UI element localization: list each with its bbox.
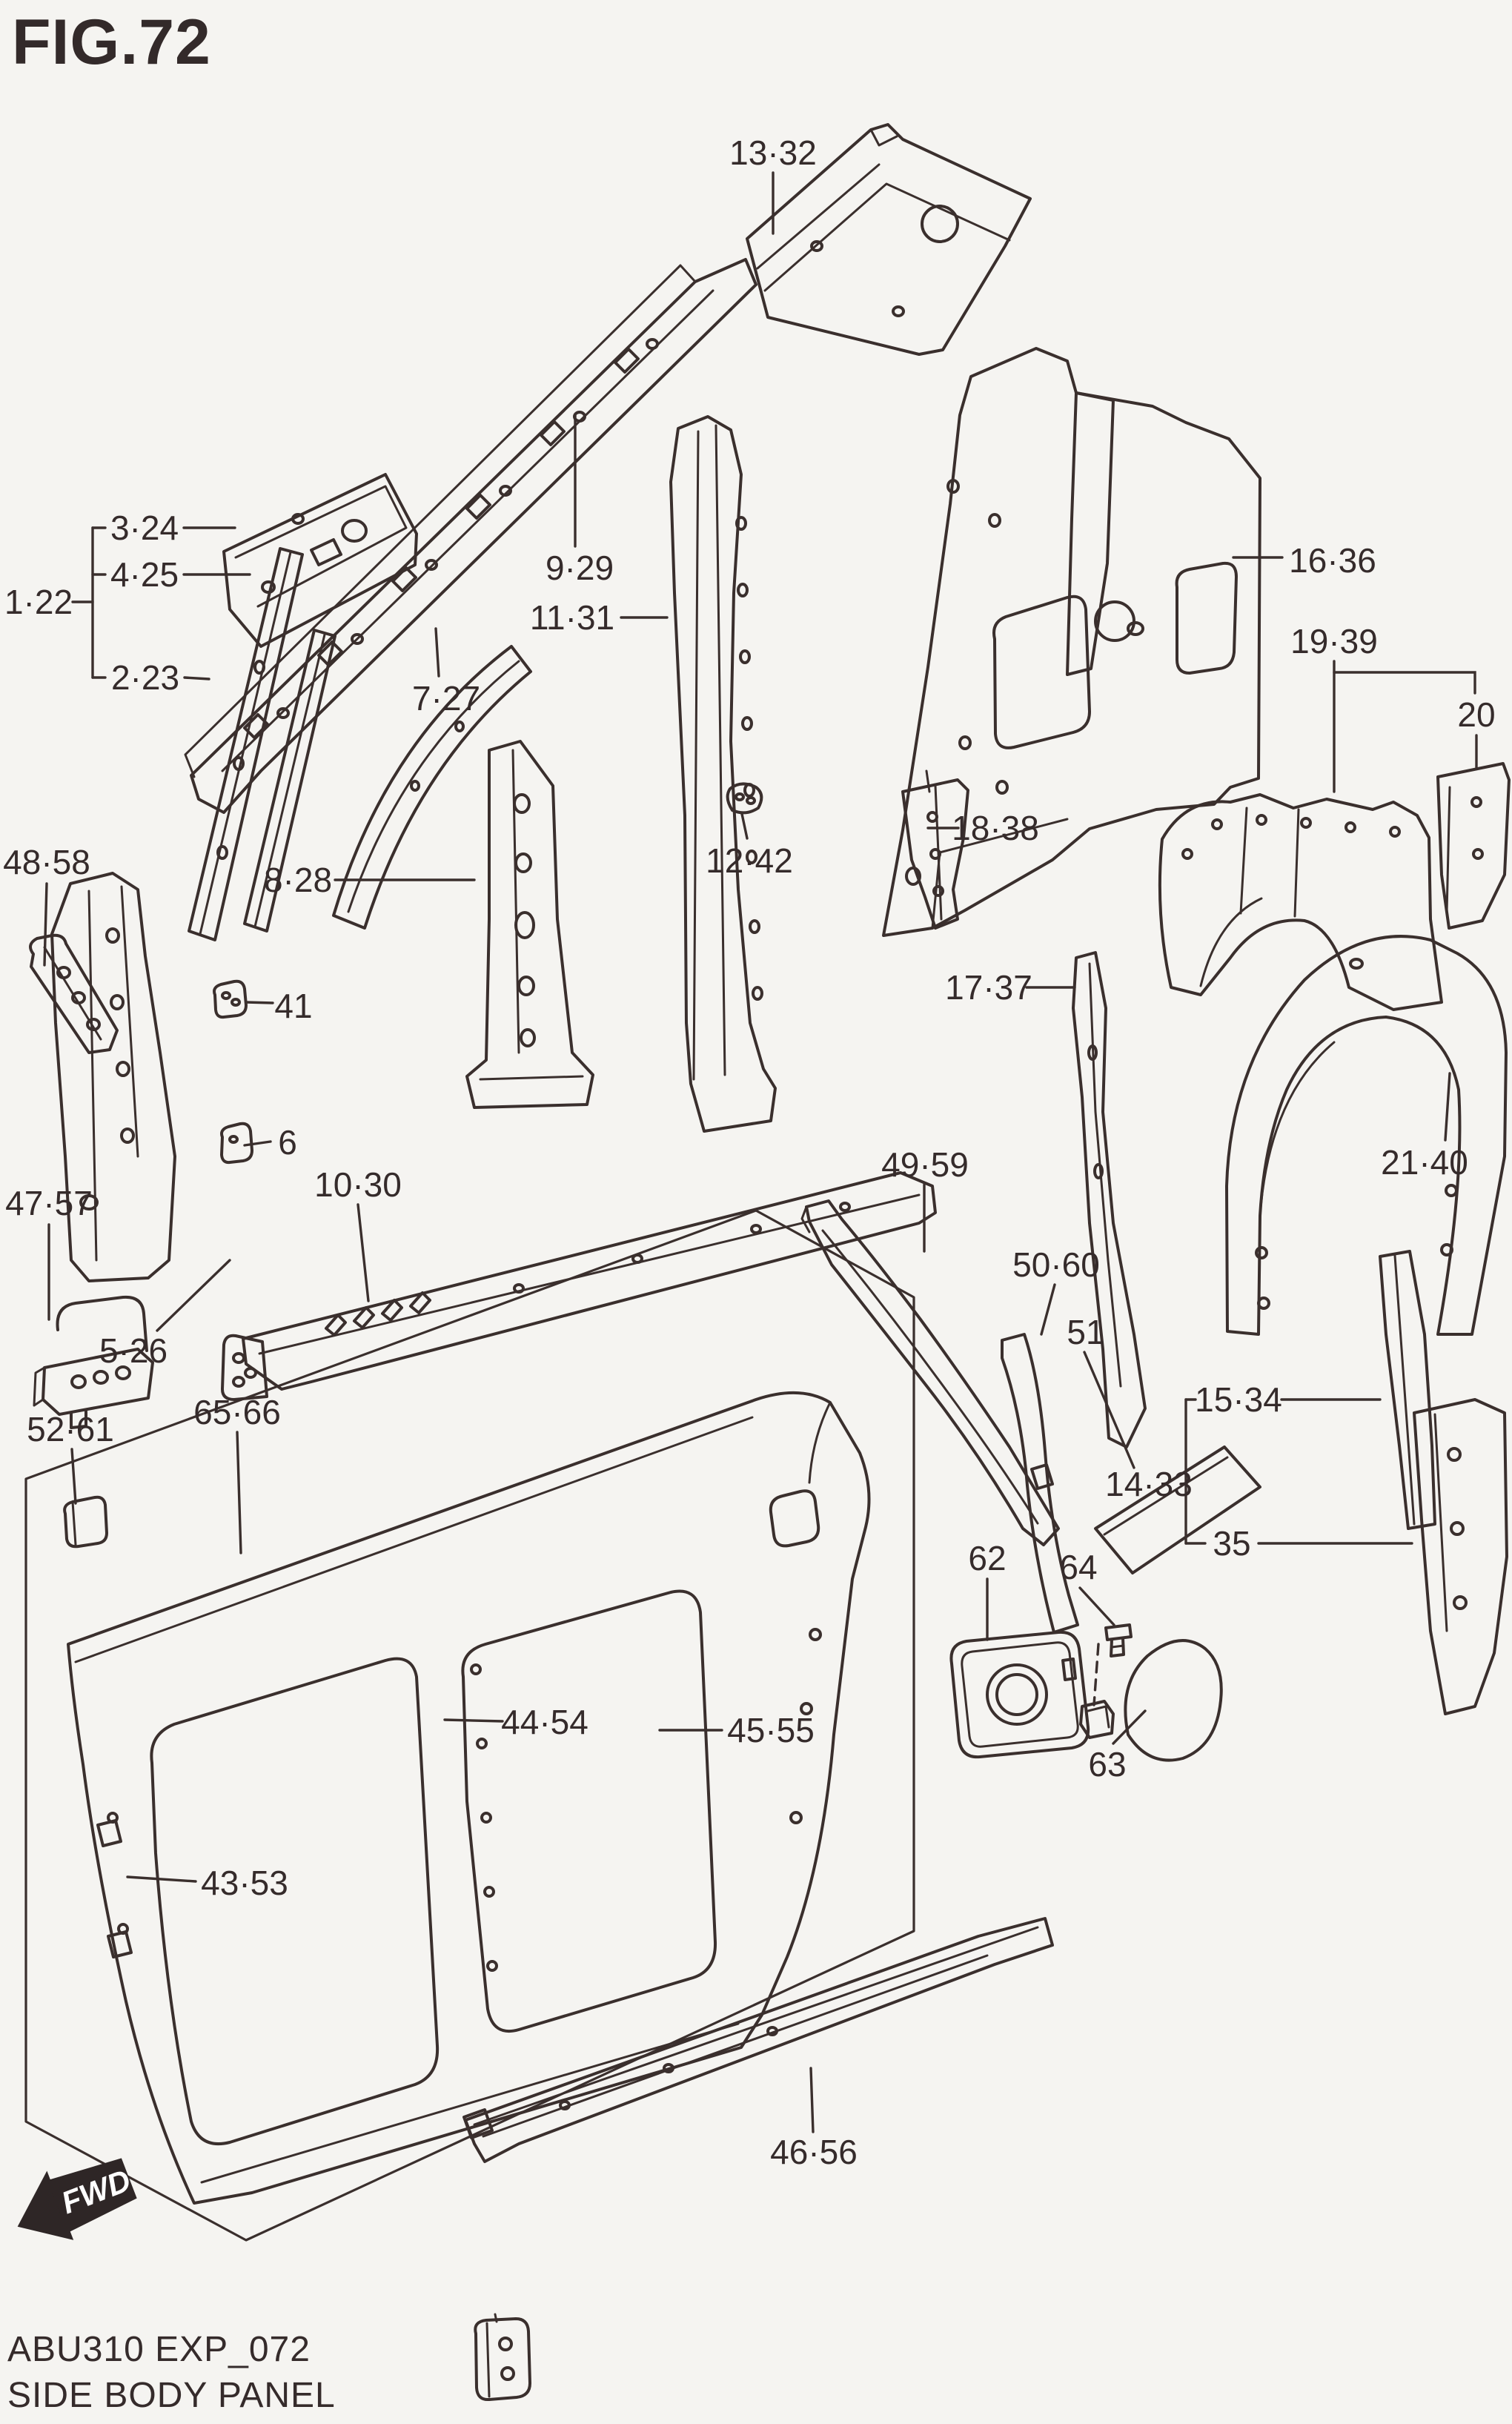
leader-12-42	[740, 812, 749, 840]
leader-50-60	[1040, 1283, 1056, 1336]
callout-49-59: 49·59	[881, 1145, 969, 1184]
leader-46-56	[809, 2067, 815, 2133]
part-rear-roof-rail	[746, 123, 1032, 356]
callout-labels: 13·32 3·24 4·25 1·22 2·23 9·29 11·31 7·27 16·36 1…	[3, 133, 1495, 2171]
part-quarter-pillar-sliver	[1072, 951, 1147, 1448]
callout-47-57: 47·57	[5, 1184, 93, 1222]
leader-65-66	[236, 1431, 242, 1554]
part-extension-bracket-18-38	[901, 769, 969, 930]
part-side-outer-panel	[67, 1391, 871, 2205]
callout-5-26: 5·26	[99, 1331, 168, 1370]
part-clip-6	[220, 1122, 253, 1165]
callout-46-56: 46·56	[770, 2133, 858, 2171]
callout-21-40: 21·40	[1381, 1143, 1468, 1182]
callout-51: 51	[1067, 1313, 1104, 1351]
callout-11-31: 11·31	[530, 598, 614, 637]
callout-8-28: 8·28	[264, 861, 332, 899]
callout-4-25: 4·25	[110, 555, 179, 594]
part-roof-header	[222, 473, 418, 648]
part-b-pillar-inner	[465, 740, 594, 1109]
leader-lines	[43, 171, 1478, 2133]
part-sill-end-bracket	[474, 2313, 531, 2402]
callout-14-33: 14·33	[1105, 1465, 1193, 1503]
callout-13-32: 13·32	[729, 133, 817, 172]
callout-9-29: 9·29	[546, 549, 614, 587]
part-clip-41	[213, 979, 248, 1019]
callout-45-55: 45·55	[727, 1711, 815, 1749]
callout-15-34: 15·34	[1195, 1380, 1282, 1419]
part-patch-plate-51	[1094, 1446, 1261, 1574]
leader-43-53	[126, 1875, 197, 1883]
leader-6	[243, 1140, 272, 1147]
callout-41: 41	[274, 987, 312, 1025]
part-gusset-48-58	[29, 933, 119, 1054]
part-clip-12-42	[726, 782, 763, 815]
leader-21-40	[1444, 1072, 1451, 1142]
leader-52-61	[70, 1448, 77, 1505]
part-inner-sill	[221, 1171, 937, 1401]
leader-dashed-64	[1092, 1643, 1100, 1706]
callout-43-53: 43·53	[201, 1864, 288, 1902]
callout-35: 35	[1213, 1524, 1250, 1563]
leader-7-27	[434, 627, 440, 678]
part-screw-64	[1104, 1623, 1133, 1658]
part-fuel-filler-housing	[949, 1630, 1090, 1759]
callout-7-27: 7·27	[412, 679, 480, 718]
callout-3-24: 3·24	[110, 509, 179, 547]
leader-5-26	[156, 1259, 231, 1332]
callout-6: 6	[278, 1123, 297, 1162]
leader-10-30	[357, 1203, 370, 1302]
callout-10-30: 10·30	[314, 1165, 402, 1204]
part-wheel-housing-inner	[1158, 793, 1443, 1011]
part-drip-strip-49-59	[800, 1199, 1060, 1546]
figure-number: FIG.72	[12, 7, 211, 78]
callout-44-54: 44·54	[501, 1703, 588, 1741]
plate-caption: SIDE BODY PANEL	[7, 2376, 336, 2415]
fwd-marker: FWD	[17, 2158, 137, 2240]
leader-51	[1083, 1351, 1135, 1469]
part-gutter-strip-50-60	[1001, 1333, 1079, 1634]
callout-64: 64	[1059, 1548, 1097, 1586]
callout-1-22: 1·22	[4, 583, 73, 621]
part-outer-sill	[462, 1917, 1054, 2163]
callout-48-58: 48·58	[3, 843, 90, 881]
callout-17-37: 17·37	[945, 968, 1032, 1007]
fwd-arrow-head-icon	[17, 2170, 74, 2240]
part-quarter-outer-extension	[1413, 1398, 1508, 1715]
part-clamp-47-57	[33, 1295, 154, 1429]
fwd-arrow-body-icon	[47, 2158, 137, 2233]
callout-63: 63	[1088, 1745, 1126, 1784]
callout-16-36: 16·36	[1289, 541, 1376, 580]
leader-41	[245, 1001, 274, 1004]
part-rear-pillar-strip	[1379, 1250, 1436, 1530]
callout-19-39: 19·39	[1290, 622, 1378, 660]
leader-48-58	[43, 882, 48, 967]
plate-code: ABU310 EXP_072	[7, 2330, 311, 2369]
leader-63	[1112, 1709, 1147, 1745]
part-center-pillar-reinforcement	[669, 415, 777, 1133]
callout-20: 20	[1457, 695, 1495, 734]
leader-2-23	[183, 676, 210, 680]
leader-19-39	[1333, 671, 1476, 695]
part-wheel-housing-end	[1436, 762, 1511, 930]
part-wheel-arch-outer	[1225, 935, 1508, 1336]
part-fuel-lid	[1124, 1639, 1223, 1762]
callout-18-38: 18·38	[952, 809, 1039, 847]
part-front-pillar-brace	[332, 645, 532, 930]
callout-12-42: 12·42	[706, 841, 793, 880]
leader-44-54	[443, 1718, 504, 1723]
part-clip-52-61	[63, 1495, 108, 1549]
callout-52-61: 52·61	[27, 1410, 114, 1448]
callout-65-66: 65·66	[193, 1393, 281, 1431]
leader-64	[1078, 1586, 1115, 1626]
part-front-pillar-lower	[50, 872, 176, 1282]
callout-50-60: 50·60	[1012, 1245, 1100, 1284]
callout-62: 62	[968, 1539, 1006, 1577]
callout-2-23: 2·23	[111, 658, 179, 697]
part-lid-hinge	[1079, 1700, 1115, 1739]
part-quarter-inner-panel	[882, 347, 1261, 937]
part-a-pillar-upper	[188, 547, 336, 941]
